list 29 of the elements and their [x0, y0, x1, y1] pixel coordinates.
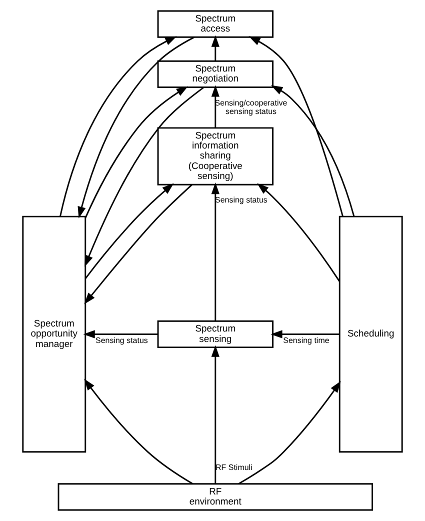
edge-label: Sensing status [96, 336, 148, 345]
arrow [238, 381, 341, 484]
arrow [211, 85, 220, 128]
arrow [60, 36, 177, 216]
arrow [84, 86, 188, 218]
arrow [84, 183, 174, 280]
arrow [84, 378, 194, 484]
edge-label: RF Stimuli [216, 462, 252, 472]
arrow [270, 85, 355, 217]
arrow [84, 184, 192, 304]
node-box: Spectrum information sharing (Cooperative sensing) [157, 127, 274, 186]
node-box: Spectrum opportunity manager [22, 216, 86, 453]
edge-label: Sensing/cooperative sensing status [214, 98, 288, 116]
edge-label: Sensing status [215, 196, 268, 205]
node-box: Spectrum access [157, 10, 274, 38]
arrow [84, 86, 204, 267]
arrow [257, 183, 340, 282]
node-box: Spectrum negotiation [157, 60, 274, 88]
arrow [211, 35, 220, 61]
node-box: Scheduling [338, 216, 403, 453]
arrow [83, 330, 158, 338]
arrow [270, 330, 340, 338]
edge-label: Sensing time [283, 336, 330, 345]
node-box: Spectrum sensing [157, 320, 274, 348]
arrow [211, 182, 220, 322]
arrow [248, 36, 344, 217]
arrow [78, 36, 195, 218]
arrow [211, 345, 220, 484]
node-box: RF environment [58, 483, 374, 511]
